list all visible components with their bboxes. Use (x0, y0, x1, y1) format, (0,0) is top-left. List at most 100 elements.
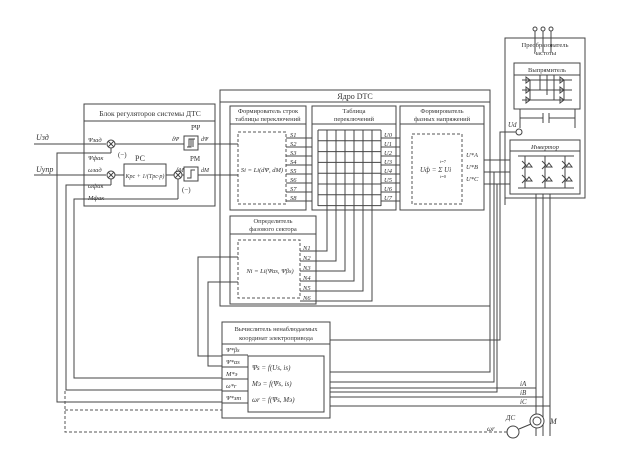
switch-table-title-2: переключений (334, 116, 375, 123)
s-output-label: S6 (290, 177, 297, 184)
motor-area: iA iB iC M ДС ωr (330, 380, 558, 439)
sector-detector-title-2: фазового сектора (249, 226, 297, 233)
dtc-core-title: Ядро DTC (337, 92, 372, 101)
observer-output-label: ω*r (226, 383, 237, 390)
sum-top: i=7 (440, 159, 447, 164)
observer-output-label: M*э (225, 371, 238, 378)
supply-terminals (532, 26, 554, 52)
n-output-label: N6 (302, 295, 311, 302)
omega-r-label: ωr (487, 425, 495, 433)
n-output-label: N5 (302, 285, 311, 292)
psi-fak-label: Ψфак (88, 155, 104, 162)
ib-label: iB (520, 389, 527, 397)
s-output-label: S4 (290, 159, 297, 166)
n-output-label: N3 (302, 265, 311, 272)
converter-title-1: Преобразователь (522, 42, 569, 49)
n-output-label: N1 (302, 245, 311, 252)
phase-former-block: Формирователь фазных напряжений Uф = Σ U… (399, 105, 485, 211)
u-output-label: U5 (384, 177, 393, 184)
pc-formula: Kрс + 1/(Tрс·p) (125, 173, 165, 180)
motor-icon (529, 413, 545, 429)
n-output-label: N2 (302, 255, 311, 262)
row-former-title-2: таблицы переключений (235, 116, 301, 123)
sector-detector-title-1: Определитель (253, 218, 292, 225)
u-output-label: U1 (384, 141, 392, 148)
observer-title-1: Вычислитель ненаблюдаемых (234, 326, 318, 333)
u-output-label: U4 (384, 168, 393, 175)
phase-former-title-1: Формирователь (420, 108, 463, 115)
omega-zad-label: ωзад (88, 167, 102, 174)
observer-formula: ωr = f(Ψs, Mэ) (252, 396, 295, 404)
rectifier-diodes-icon (522, 75, 572, 104)
n-line (300, 216, 337, 262)
inverter-transistors-icon (518, 155, 574, 189)
s-output-label: S7 (290, 186, 297, 193)
s-output-label: S1 (290, 132, 297, 139)
pc-label: РС (135, 154, 145, 163)
s-output-label: S8 (290, 195, 297, 202)
ia-label: iA (520, 380, 527, 388)
observer-output-label: Ψ*βs (226, 347, 240, 354)
regulator-block: Блок регуляторов системы ДТС Uзд Ψзад Ψф… (34, 103, 240, 207)
frequency-converter: Преобразователь частоты Выпрямитель Ud И… (504, 26, 586, 436)
rm-label: РМ (190, 155, 201, 163)
ic-label: iC (520, 398, 527, 406)
feedback-wiring (56, 131, 516, 433)
observer-output-label: Ψ*зт (226, 395, 241, 402)
sum-bottom: i=0 (440, 174, 447, 179)
phase-output-label: U*A (466, 152, 478, 159)
s-output-label: S2 (290, 141, 297, 148)
row-former-title-1: Формирователь строк (238, 108, 299, 115)
inverter-label: Инвертор (530, 144, 560, 151)
row-former-block: Формирователь строк таблицы переключений… (229, 105, 316, 211)
n-line (300, 216, 373, 302)
delta-m-label: δM (176, 168, 185, 174)
input-u-zad-label: Uзд (36, 133, 49, 142)
n-line (300, 216, 346, 272)
u-output-label: U7 (384, 195, 393, 202)
motor-label: M (549, 417, 558, 426)
d-m-label: dM (201, 168, 210, 174)
phase-output-label: U*B (466, 164, 478, 171)
d-psi-label: dΨ (201, 137, 209, 143)
u-output-label: U6 (384, 186, 393, 193)
speed-sensor-icon (506, 425, 520, 439)
regulator-block-title: Блок регуляторов системы ДТС (99, 109, 200, 118)
switch-table-title-1: Таблица (343, 108, 366, 115)
observer-output-label: Ψ*αs (226, 359, 240, 366)
u-output-label: U2 (384, 150, 393, 157)
speed-sensor-label: ДС (505, 414, 515, 422)
observer-formula: Ψs = f(Us, is) (252, 364, 291, 372)
dtc-core: Ядро DTC Формирователь строк таблицы пер… (219, 89, 491, 307)
n-line (300, 216, 355, 282)
delta-psi-label: δΨ (172, 137, 180, 143)
n-output-label: N4 (302, 275, 311, 282)
minus-sign-2: (−) (182, 186, 191, 194)
u-output-label: U3 (384, 159, 393, 166)
n-line (300, 216, 364, 292)
input-u-upr-label: Uупр (36, 165, 53, 174)
phase-output-label: U*C (466, 176, 479, 183)
rpsi-label: РΨ (191, 124, 201, 132)
s-output-label: S3 (290, 150, 297, 157)
row-former-formula: Si = Li(dΨ, dM) (241, 167, 283, 174)
n-line (300, 216, 328, 252)
phase-former-formula: Uф = Σ Ui (420, 166, 451, 174)
s-output-label: S5 (290, 168, 297, 175)
minus-sign-1: (−) (118, 151, 127, 159)
omega-fak-label: ωфак (88, 183, 104, 190)
u-output-label: U0 (384, 132, 393, 139)
observer-block: Вычислитель ненаблюдаемых координат элек… (221, 321, 331, 419)
sector-detector-formula: Ni = Li(Ψαs, Ψβs) (245, 268, 293, 275)
sector-detector-block: Определитель фазового сектора Ni = Li(Ψα… (229, 215, 373, 305)
phase-former-title-2: фазных напряжений (414, 116, 471, 123)
ud-label: Ud (508, 121, 517, 129)
rectifier-label: Выпрямитель (528, 67, 566, 74)
psi-zad-label: Ψзад (88, 137, 102, 144)
ud-sensor-icon (515, 128, 523, 136)
observer-formula: Mэ = f(Ψs, is) (251, 380, 292, 388)
observer-title-2: координат электропривода (239, 335, 313, 342)
converter-title-2: частоты (534, 50, 557, 57)
